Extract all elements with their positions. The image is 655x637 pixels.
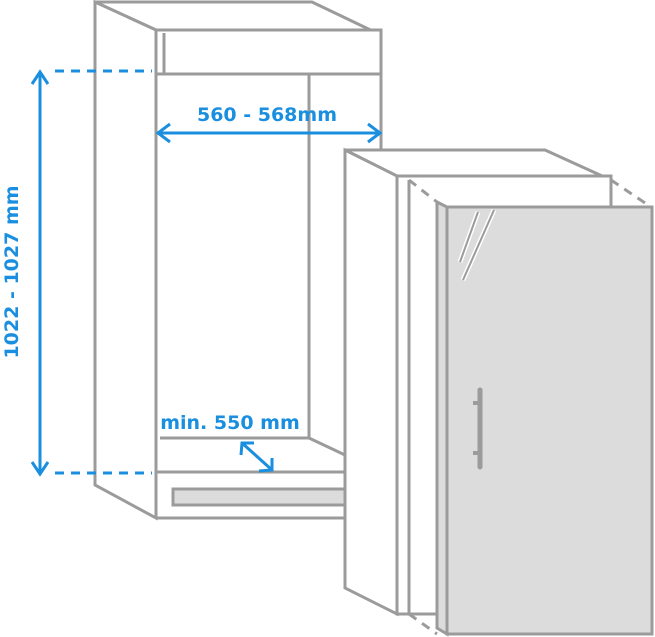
width-label: 560 - 568mm — [197, 104, 337, 126]
refrigerator — [343, 147, 654, 637]
door-handle-icon — [473, 387, 483, 470]
width-dimension: 560 - 568mm — [155, 104, 383, 144]
arrow-up-icon — [30, 69, 50, 85]
cabinet-inner-floor-diag — [308, 436, 346, 457]
cabinet-left-side — [93, 0, 158, 521]
door-hinge-dash-top-left — [408, 178, 438, 204]
glare-line-1-stroke — [459, 211, 479, 263]
fridge-side — [343, 147, 399, 617]
ventilation-grille — [171, 487, 347, 507]
arrow-down-icon — [30, 461, 50, 477]
height-dimension: 1022 - 1027 mm — [1, 69, 152, 477]
arrow-left-icon — [155, 122, 171, 144]
cabinet — [93, 0, 383, 521]
depth-dimension-line — [240, 441, 274, 472]
cabinet-top-rail — [154, 28, 383, 76]
door-hinge-dash-top-right — [610, 178, 652, 209]
depth-label: min. 550 mm — [160, 412, 300, 434]
glare-line-2-stroke — [462, 209, 495, 281]
arrow-diag-down-icon — [258, 458, 274, 473]
arrow-right-icon — [367, 122, 383, 144]
door-hinge-dash-bottom — [408, 612, 438, 636]
depth-dimension: min. 550 mm — [160, 412, 300, 473]
height-label: 1022 - 1027 mm — [1, 185, 23, 358]
arrow-diag-up-icon — [239, 441, 254, 456]
